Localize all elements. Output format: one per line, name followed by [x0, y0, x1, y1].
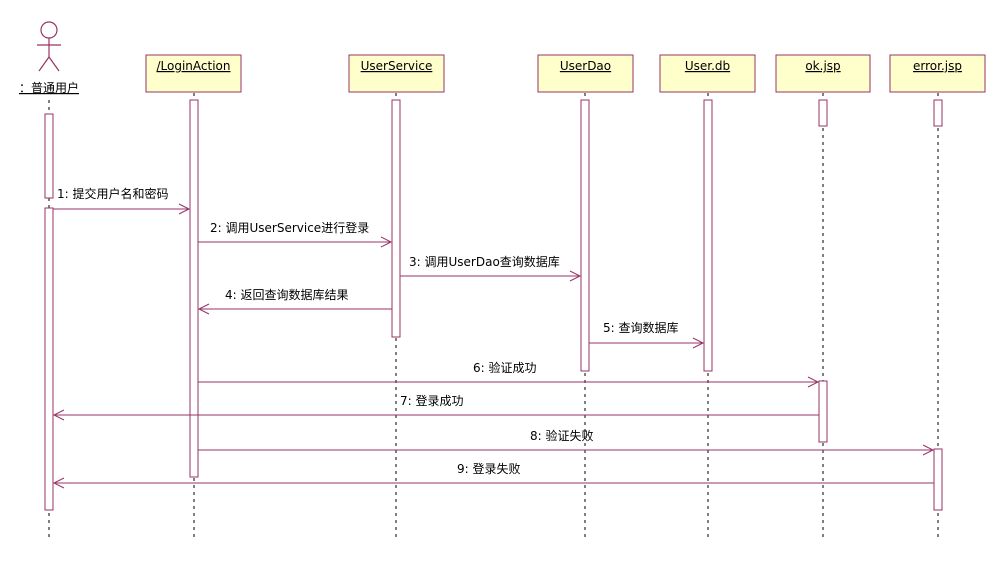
participant-label: UserDao — [560, 59, 611, 73]
message-4: 4: 返回查询数据库结果 — [197, 287, 392, 315]
participant-ok-jsp: ok.jsp — [775, 54, 871, 93]
message-label: 7: 登录成功 — [400, 393, 464, 408]
activation-error-jsp-2 — [933, 448, 943, 511]
message-1: 1: 提交用户名和密码 — [53, 186, 191, 215]
message-8: 8: 验证失败 — [198, 428, 935, 456]
participant-user-service: UserService — [348, 54, 445, 93]
activation-ok-jsp-2 — [818, 380, 828, 443]
message-9: 9: 登录失败 — [52, 461, 934, 489]
message-6: 6: 验证成功 — [198, 360, 820, 388]
participant-user-db: User.db — [659, 54, 756, 93]
activation-ok-jsp-1 — [818, 99, 828, 127]
activation-actor-2 — [44, 207, 54, 511]
message-label: 5: 查询数据库 — [603, 320, 679, 335]
message-2: 2: 调用UserService进行登录 — [198, 220, 393, 248]
participant-label: /LoginAction — [157, 59, 231, 73]
stick-figure-icon — [37, 21, 61, 72]
participant-label: UserService — [361, 59, 433, 73]
participant-label: error.jsp — [913, 59, 962, 73]
message-label: 3: 调用UserDao查询数据库 — [409, 254, 560, 269]
message-label: 6: 验证成功 — [473, 360, 537, 375]
participant-user-dao: UserDao — [537, 54, 634, 93]
activation-actor-1 — [44, 113, 54, 199]
activation-login-action — [189, 99, 199, 478]
message-label: 2: 调用UserService进行登录 — [210, 220, 369, 235]
actor-name: ：普通用户 — [19, 80, 79, 95]
activation-user-dao — [580, 99, 590, 372]
message-5: 5: 查询数据库 — [589, 320, 705, 349]
message-label: 1: 提交用户名和密码 — [57, 186, 169, 201]
activation-user-db — [703, 99, 713, 372]
participant-error-jsp: error.jsp — [889, 54, 986, 93]
message-7: 7: 登录成功 — [52, 393, 819, 421]
participant-login-action: /LoginAction — [145, 54, 242, 93]
activation-user-service — [391, 99, 401, 338]
participant-label: ok.jsp — [805, 59, 840, 73]
activation-error-jsp-1 — [933, 99, 943, 127]
message-label: 9: 登录失败 — [457, 461, 521, 476]
participant-label: User.db — [685, 59, 730, 73]
actor-user: ：普通用户 — [19, 21, 79, 95]
message-label: 4: 返回查询数据库结果 — [225, 287, 349, 302]
message-label: 8: 验证失败 — [530, 428, 594, 443]
message-3: 3: 调用UserDao查询数据库 — [400, 254, 582, 282]
